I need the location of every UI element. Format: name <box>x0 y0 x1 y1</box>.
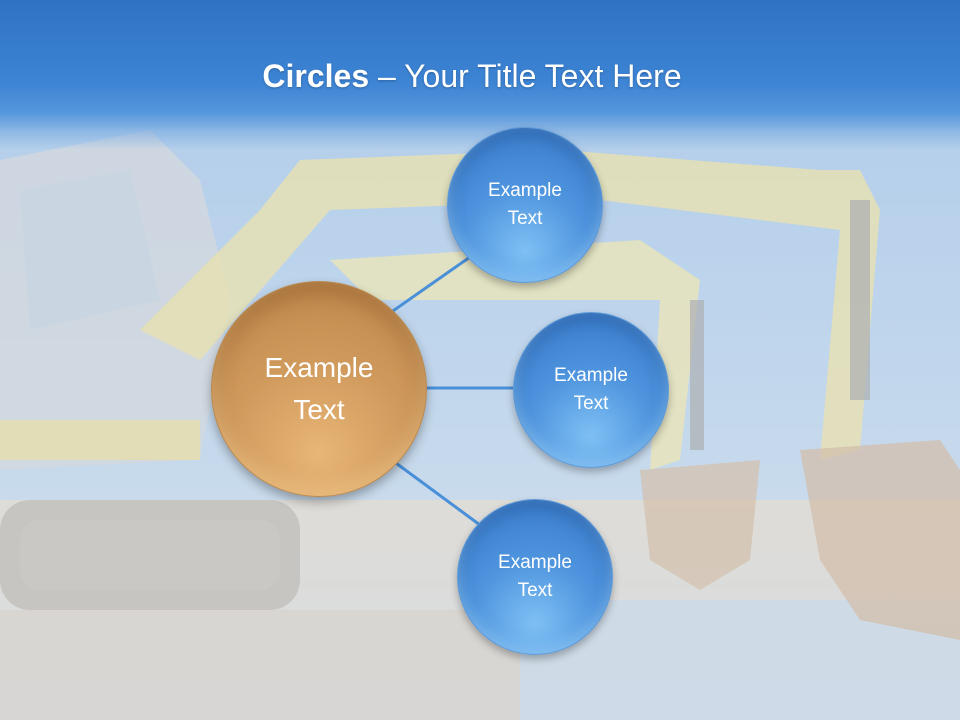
outer-circle-bottom[interactable]: Example Text <box>457 499 613 655</box>
center-circle-text: Example Text <box>264 352 374 425</box>
center-circle[interactable]: Example Text <box>211 281 427 497</box>
outer-circle-top[interactable]: Example Text <box>447 127 603 283</box>
title-rest: – Your Title Text Here <box>369 58 682 94</box>
connector-bottom <box>384 453 481 527</box>
outer-circle-top-text: Example Text <box>488 179 562 230</box>
outer-circle-bottom-text: Example Text <box>498 551 572 602</box>
slide-title: Circles – Your Title Text Here <box>0 52 944 100</box>
title-bar <box>0 0 960 150</box>
outer-circle-middle[interactable]: Example Text <box>513 312 669 468</box>
title-bold: Circles <box>262 58 370 94</box>
outer-circle-middle-text: Example Text <box>554 364 628 415</box>
connector-top <box>379 248 481 322</box>
